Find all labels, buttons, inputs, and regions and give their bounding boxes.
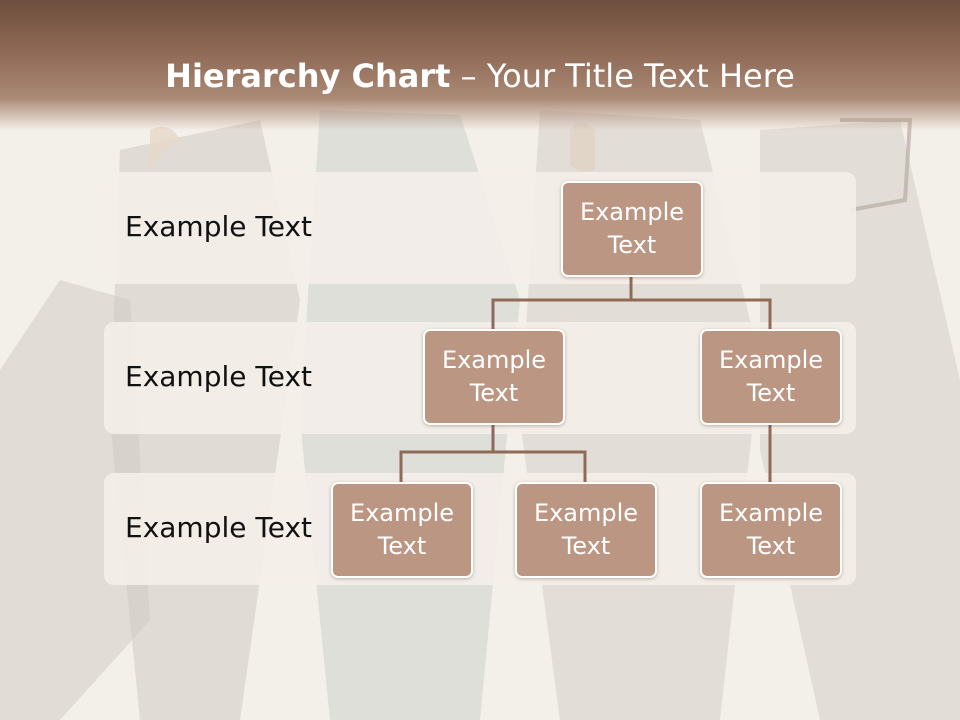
node-grandchild-1-label: Example Text xyxy=(349,499,455,560)
level-label-2: Example Text xyxy=(125,360,313,393)
level-label-1: Example Text xyxy=(125,210,313,243)
node-grandchild-2[interactable]: Example Text xyxy=(515,482,657,578)
node-child-right[interactable]: Example Text xyxy=(700,329,842,425)
node-root[interactable]: Example Text xyxy=(561,181,703,277)
level-band-1 xyxy=(104,172,856,284)
title-bar xyxy=(0,0,960,130)
node-child-left-label: Example Text xyxy=(441,346,547,407)
title-bold: Hierarchy Chart xyxy=(165,57,451,95)
node-grandchild-3-label: Example Text xyxy=(718,499,824,560)
title-rest: – Your Title Text Here xyxy=(450,57,795,95)
node-grandchild-1[interactable]: Example Text xyxy=(331,482,473,578)
node-grandchild-2-label: Example Text xyxy=(533,499,639,560)
node-root-label: Example Text xyxy=(579,198,685,259)
node-child-left[interactable]: Example Text xyxy=(423,329,565,425)
level-label-3: Example Text xyxy=(125,511,313,544)
node-grandchild-3[interactable]: Example Text xyxy=(700,482,842,578)
node-child-right-label: Example Text xyxy=(718,346,824,407)
slide-title: Hierarchy Chart – Your Title Text Here xyxy=(0,55,960,97)
